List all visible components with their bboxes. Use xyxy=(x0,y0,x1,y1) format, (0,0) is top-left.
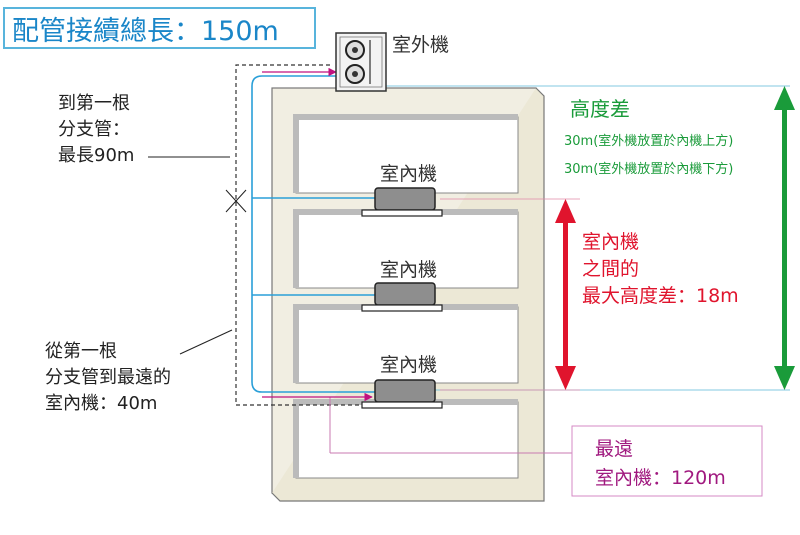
svg-text:分支管到最遠的: 分支管到最遠的 xyxy=(45,367,171,388)
floor-2 xyxy=(295,211,519,289)
svg-text:室內機：40m: 室內機：40m xyxy=(45,393,157,414)
indoor-unit-label-2: 室內機 xyxy=(380,259,437,281)
indoor-unit-1 xyxy=(361,187,443,217)
svg-text:室內機: 室內機 xyxy=(582,231,639,253)
svg-text:最遠: 最遠 xyxy=(595,438,633,460)
svg-text:室內機：120m: 室內機：120m xyxy=(595,467,726,489)
first-branch-label: 到第一根 分支管： 最長90m xyxy=(58,93,134,166)
indoor-unit-label-1: 室內機 xyxy=(380,163,437,185)
svg-text:最長90m: 最長90m xyxy=(58,145,134,166)
building xyxy=(271,87,545,502)
indoor-unit-2 xyxy=(361,282,443,312)
svg-text:最大高度差：18m: 最大高度差：18m xyxy=(582,285,739,307)
piping-dashed-outline xyxy=(235,64,362,406)
height-difference-note-2: 30m(室外機放置於內機下方) xyxy=(564,161,733,177)
svg-text:之間的: 之間的 xyxy=(582,258,639,280)
indoor-reference-lines xyxy=(440,198,580,391)
indoor-height-arrow xyxy=(555,199,576,390)
floor-3 xyxy=(295,306,519,384)
outdoor-unit-label: 室外機 xyxy=(392,34,449,56)
refrigerant-pipes xyxy=(251,75,378,393)
svg-text:分支管：: 分支管： xyxy=(58,119,130,140)
indoor-unit-3 xyxy=(361,379,443,409)
outdoor-unit xyxy=(335,32,387,92)
floor-1 xyxy=(295,116,519,194)
indoor-unit-label-3: 室內機 xyxy=(380,354,437,376)
title-text: 配管接續總長：150m xyxy=(12,16,279,47)
svg-text:到第一根: 到第一根 xyxy=(58,93,130,114)
height-difference-title: 高度差 xyxy=(570,97,630,121)
farthest-label: 最遠 室內機：120m xyxy=(595,438,726,489)
floor-4 xyxy=(295,401,519,479)
farthest-box xyxy=(571,425,763,497)
first-branch-to-farthest-label: 從第一根 分支管到最遠的 室內機：40m xyxy=(45,341,171,414)
indoor-max-height-label: 室內機 之間的 最大高度差：18m xyxy=(582,231,739,307)
height-difference-arrow xyxy=(774,86,795,390)
branch-marker xyxy=(225,189,247,213)
svg-text:從第一根: 從第一根 xyxy=(45,341,117,362)
farthest-path-lines xyxy=(262,67,572,454)
height-difference-note-1: 30m(室外機放置於內機上方) xyxy=(564,133,733,149)
title-box xyxy=(3,7,316,49)
first-branch-to-farthest-leader xyxy=(179,329,233,355)
